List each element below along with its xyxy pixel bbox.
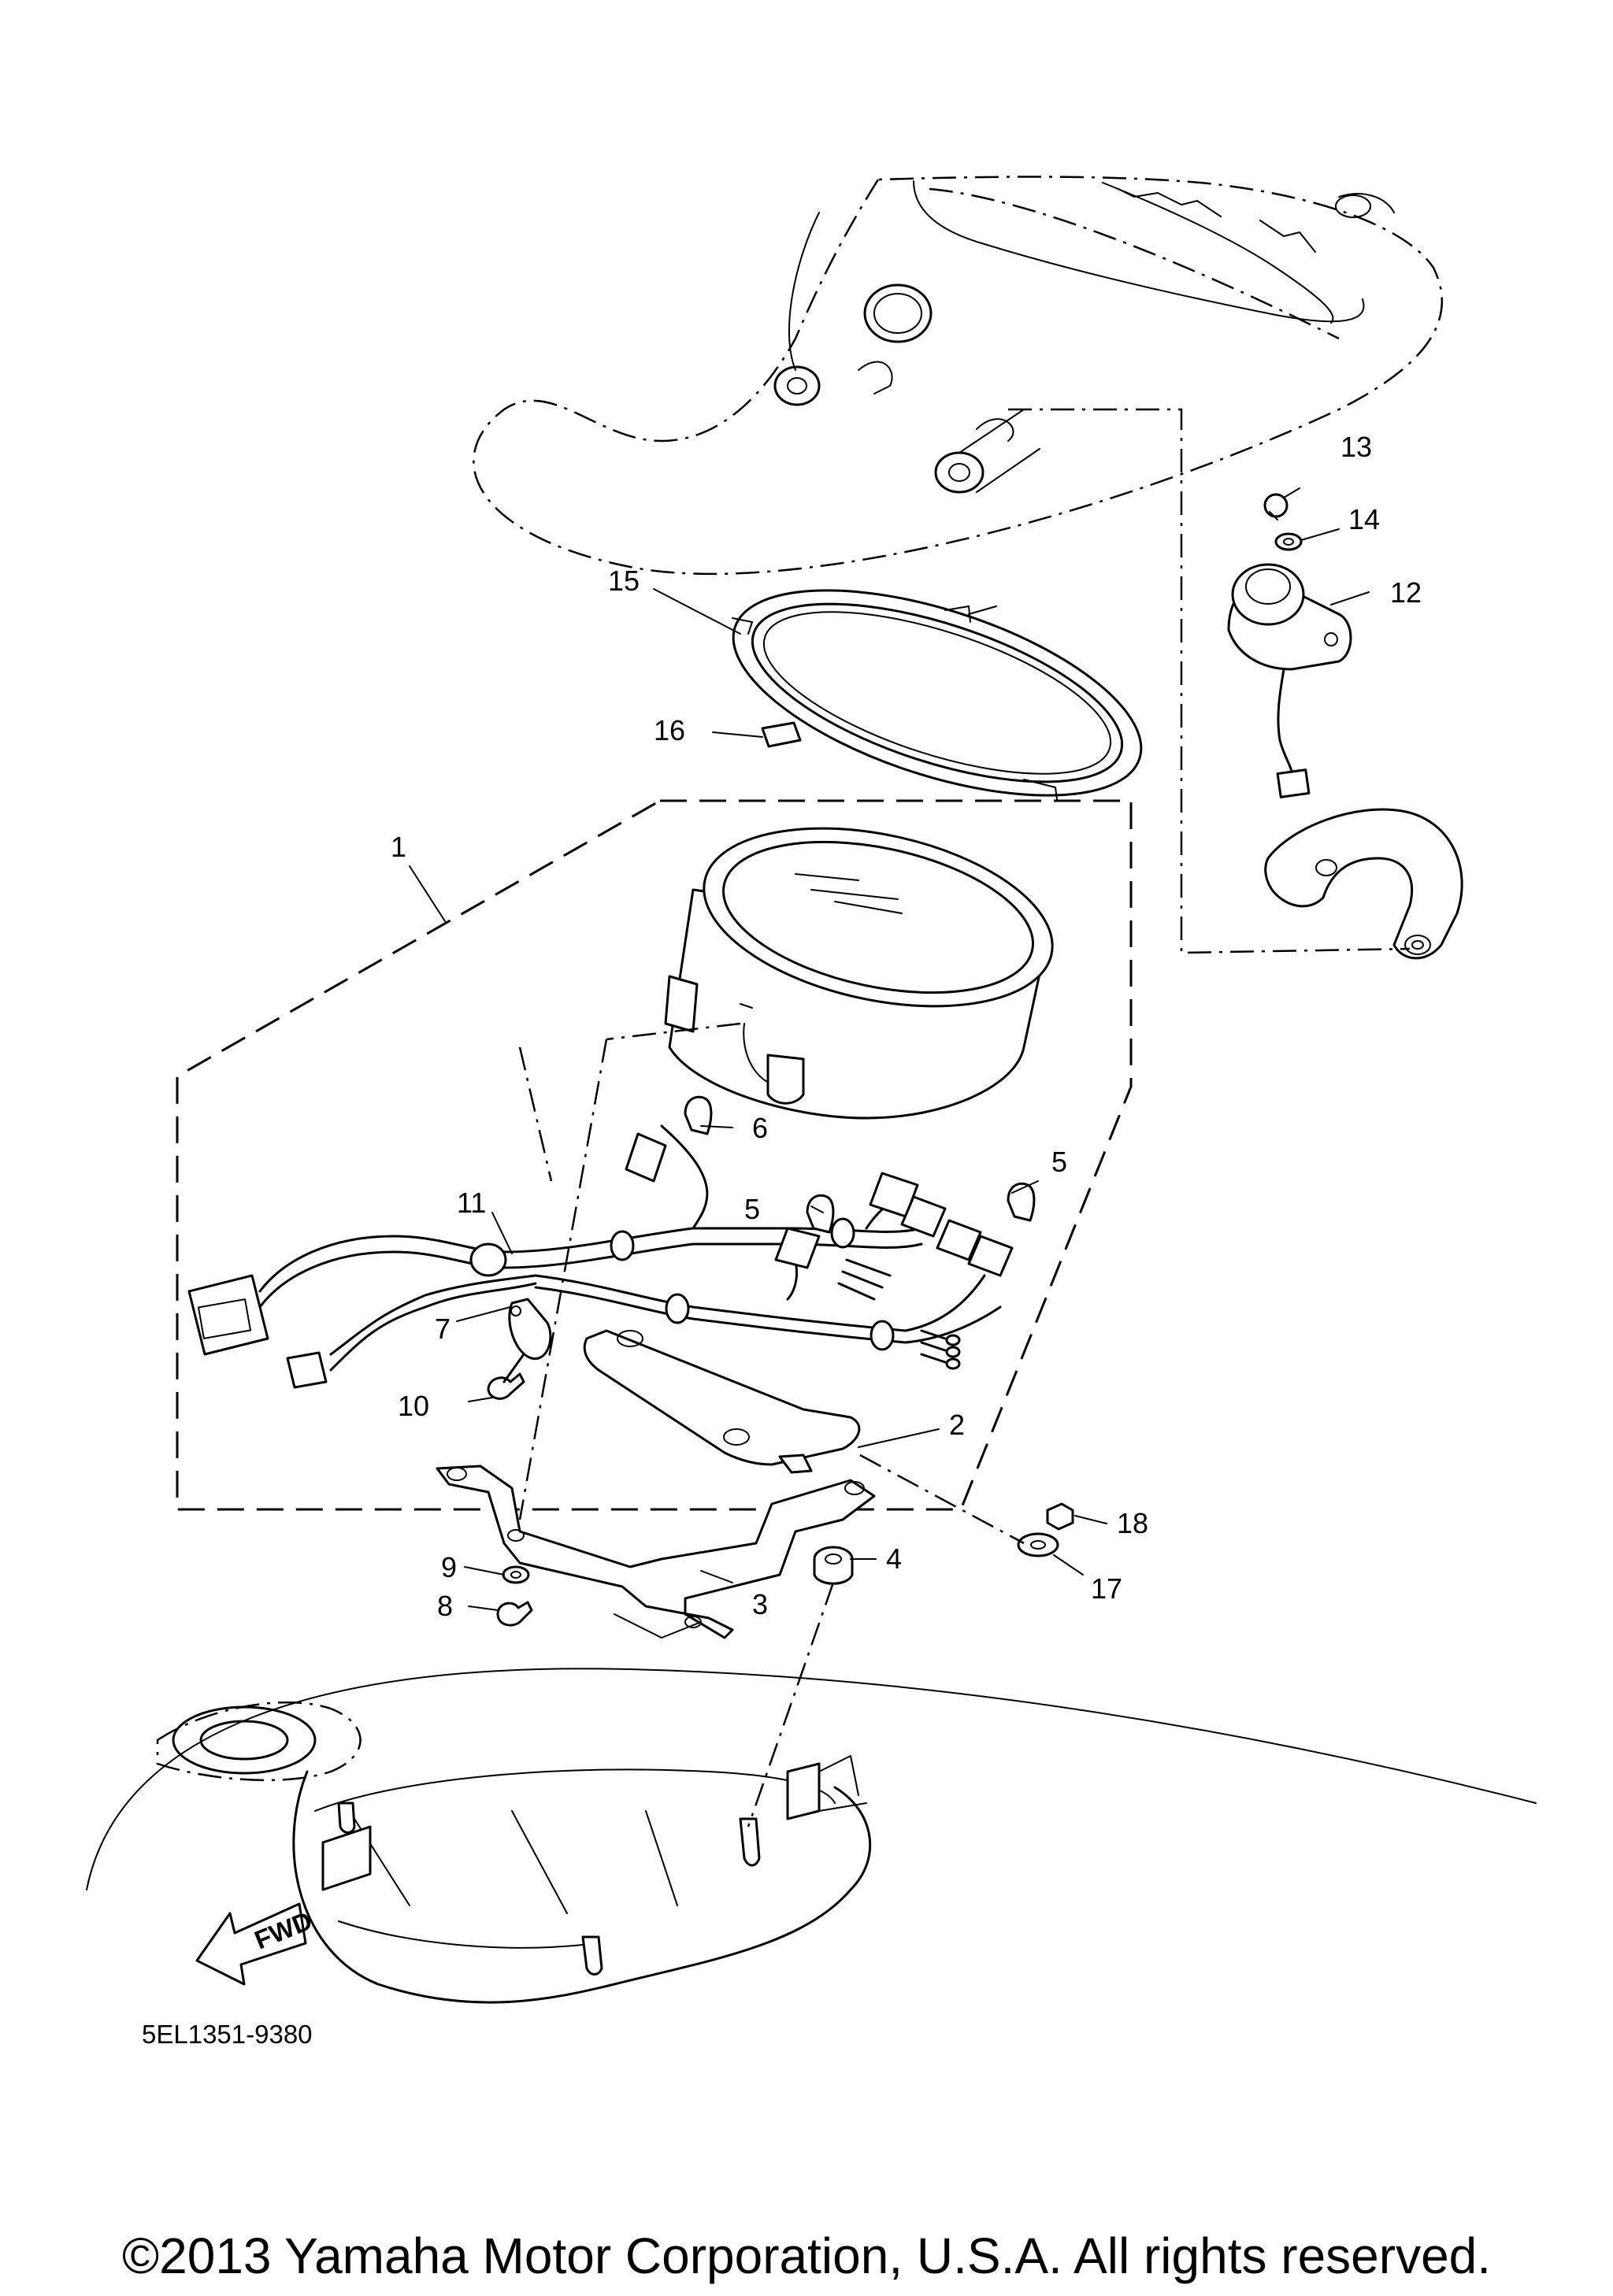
callout-16: 16: [654, 714, 685, 746]
callout-2: 2: [949, 1409, 965, 1441]
callout-12: 12: [1390, 576, 1422, 609]
reference-lines: [518, 408, 1411, 1828]
bezel-ring: [732, 589, 1143, 800]
callout-5-right: 5: [1051, 1146, 1067, 1178]
callout-9: 9: [441, 1551, 457, 1583]
callout-13: 13: [1340, 431, 1372, 463]
bulbs: [684, 1095, 1036, 1234]
callout-14: 14: [1348, 503, 1380, 535]
stay-bracket: [1264, 808, 1463, 960]
plate: [583, 1329, 861, 1474]
callout-7: 7: [435, 1313, 451, 1345]
fwd-arrow-icon: FWD: [195, 1902, 316, 1986]
callout-3: 3: [752, 1588, 768, 1620]
bracket: [436, 1465, 876, 1639]
callout-15: 15: [608, 565, 640, 597]
leader-lines: [409, 487, 1370, 1611]
lower-tank-cover: [86, 1668, 1537, 2004]
callout-10: 10: [398, 1390, 429, 1422]
drawing-code: 5EL1351-9380: [142, 2020, 313, 2049]
meter-cover-housing: [473, 176, 1444, 576]
callout-17: 17: [1091, 1572, 1122, 1605]
clamp-and-screw: [487, 1298, 552, 1400]
callout-4: 4: [886, 1542, 902, 1575]
small-fasteners: [496, 1502, 1074, 1627]
meter-body: [664, 827, 1054, 1120]
callout-6: 6: [752, 1112, 768, 1144]
clip-part: [761, 721, 802, 748]
callout-18: 18: [1117, 1507, 1148, 1539]
callout-5-left: 5: [744, 1193, 760, 1225]
copyright-notice: ©2013 Yamaha Motor Corporation, U.S.A. A…: [121, 2227, 1492, 2284]
callout-1: 1: [391, 831, 406, 863]
callout-8: 8: [437, 1590, 453, 1622]
wire-harness: [187, 1124, 1014, 1389]
callout-11: 11: [457, 1187, 486, 1219]
callout-labels: 15 16 13 14 12 1 6 5 5 11 7 10 2 18 4 17…: [391, 431, 1422, 1622]
switch-assembly: [1227, 493, 1352, 798]
